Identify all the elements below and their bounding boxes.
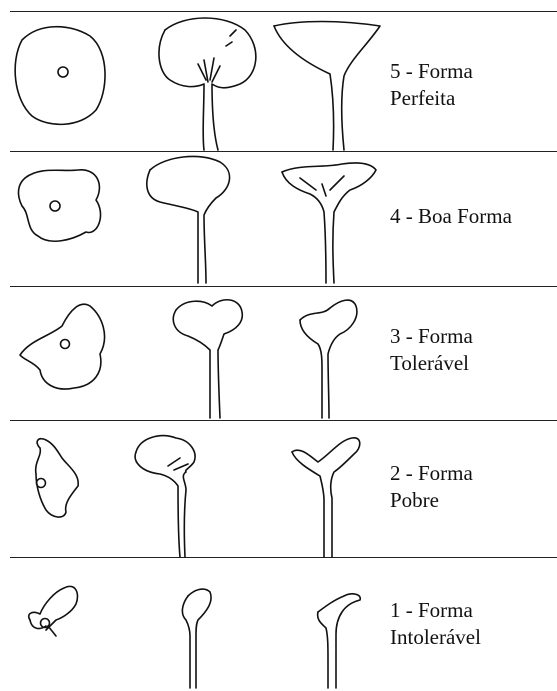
form-class-title: 1 - Forma [390,597,555,624]
form-class-subtitle: Intolerável [390,624,555,651]
form-class-label: 1 - Forma Intolerável [390,597,555,651]
tree-side-view-icon [318,594,361,688]
tree-front-view-icon [182,589,211,688]
crown-top-view-icon [29,586,78,636]
